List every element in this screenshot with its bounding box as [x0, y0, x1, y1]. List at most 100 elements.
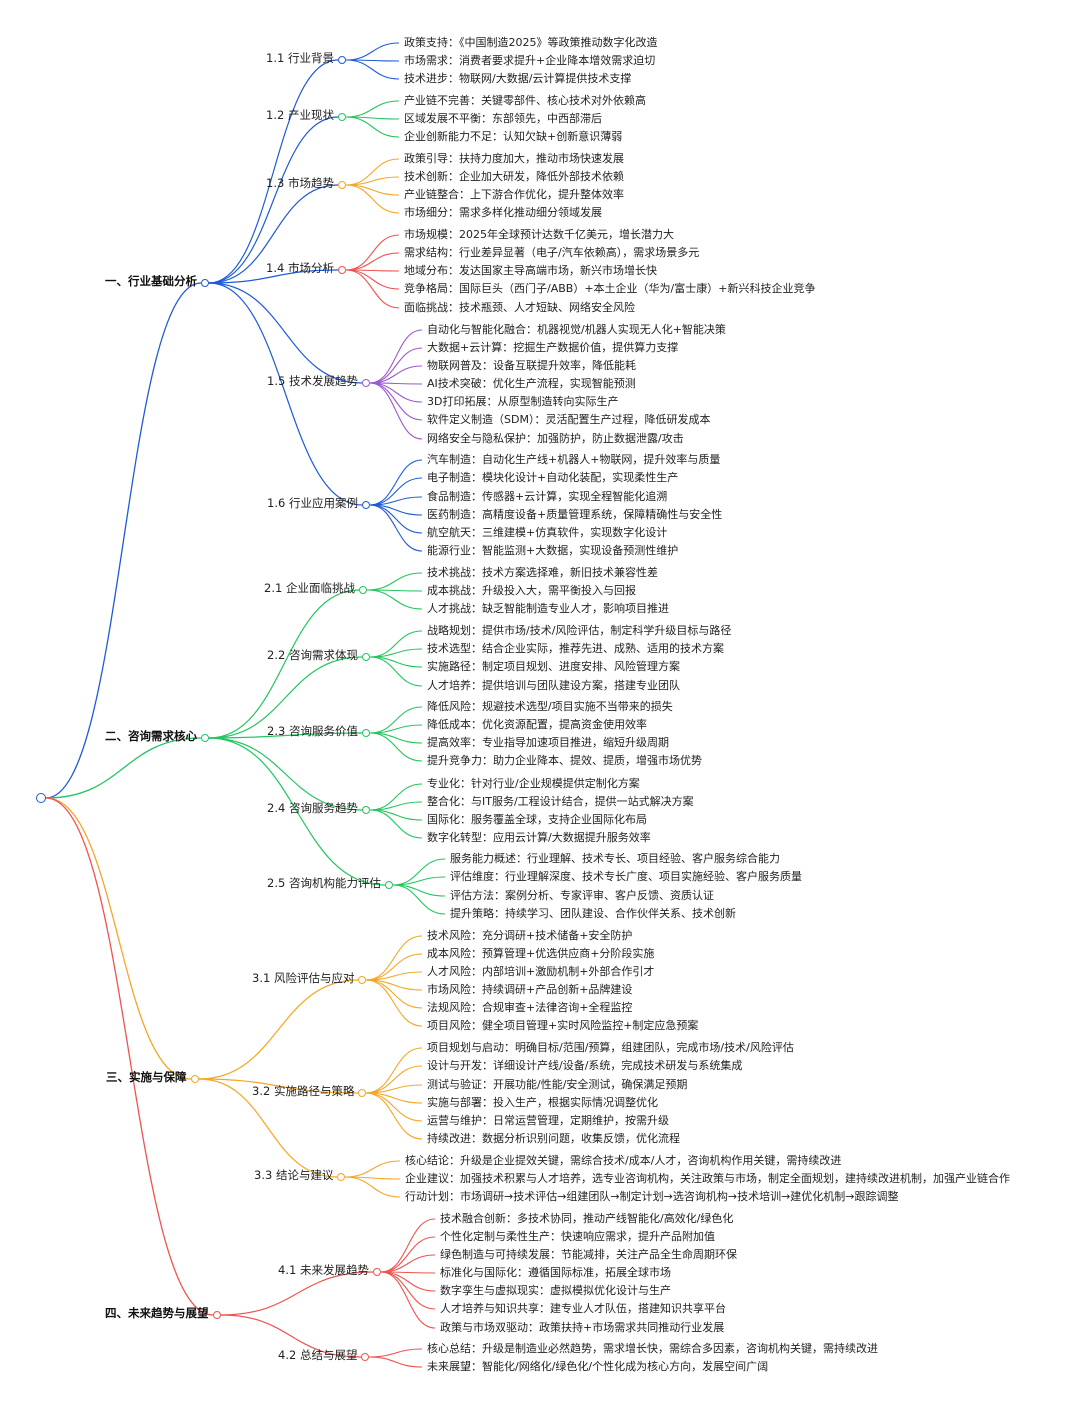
leaf-link-4-2-1: [368, 1348, 423, 1358]
branch-toggle-2[interactable]: [200, 733, 209, 742]
branch-toggle-4[interactable]: [212, 1310, 221, 1319]
leaf-link-1-4-2: [345, 252, 400, 271]
leaf-item: 市场规模：2025年全球预计达数千亿美元，增长潜力大: [404, 227, 674, 241]
leaf-link-2-5-4: [392, 884, 446, 915]
subbranch-toggle-2-4[interactable]: [361, 805, 370, 814]
leaf-item: 数字化转型：应用云计算/大数据提升服务效率: [427, 830, 651, 844]
leaf-link-3-1-6: [365, 979, 423, 1027]
subbranch-link-4-1: [220, 1271, 374, 1316]
leaf-item: 数字孪生与虚拟现实：虚拟模拟优化设计与生产: [440, 1283, 671, 1297]
leaf-item: 政策引导：扶持力度加大，推动市场快速发展: [404, 151, 624, 165]
leaf-item: 服务能力概述：行业理解、技术专长、项目经验、客户服务综合能力: [450, 851, 780, 865]
subbranch-link-1-6: [208, 282, 363, 506]
subbranch-toggle-2-3[interactable]: [361, 728, 370, 737]
subbranch-toggle-4-2[interactable]: [360, 1352, 369, 1361]
leaf-item: 市场细分：需求多样化推动细分领域发展: [404, 205, 602, 219]
subbranch-label-1-6: 1.6 行业应用案例: [267, 496, 358, 510]
leaf-link-3-1-1: [365, 935, 423, 981]
leaf-link-4-2-2: [368, 1356, 423, 1368]
subbranch-link-1-4: [208, 269, 339, 284]
root-node[interactable]: [35, 792, 46, 803]
leaf-link-1-5-5: [369, 382, 423, 403]
leaf-link-1-3-4: [345, 184, 400, 214]
subbranch-toggle-1-3[interactable]: [337, 180, 346, 189]
subbranch-label-4-1: 4.1 未来发展趋势: [278, 1263, 369, 1277]
leaf-item: 成本挑战：升级投入大，需平衡投入与回报: [427, 583, 636, 597]
leaf-item: 降低成本：优化资源配置，提高资金使用效率: [427, 717, 647, 731]
branch-label-1: 一、行业基础分析: [105, 274, 197, 288]
leaf-item: 大数据+云计算：挖掘生产数据价值，提供算力支撑: [427, 340, 679, 354]
leaf-item: 电子制造：模块化设计+自动化装配，实现柔性生产: [427, 470, 679, 484]
subbranch-toggle-1-5[interactable]: [361, 378, 370, 387]
leaf-link-2-5-3: [392, 884, 446, 897]
subbranch-link-1-2: [208, 116, 339, 284]
leaf-item: 绿色制造与可持续发展：节能减排，关注产品全生命周期环保: [440, 1247, 737, 1261]
branch-link-3: [45, 797, 192, 1080]
leaf-link-4-1-7: [380, 1271, 436, 1329]
leaf-link-3-2-6: [365, 1092, 423, 1140]
subbranch-toggle-3-3[interactable]: [336, 1172, 345, 1181]
subbranch-toggle-3-1[interactable]: [357, 975, 366, 984]
subbranch-label-1-4: 1.4 市场分析: [266, 261, 334, 275]
subbranch-label-2-1: 2.1 企业面临挑战: [264, 581, 355, 595]
leaf-item: 需求结构：行业差异显著（电子/汽车依赖高），需求场景多元: [404, 245, 700, 259]
leaf-item: 产业链整合：上下游合作优化，提升整体效率: [404, 187, 624, 201]
subbranch-toggle-4-1[interactable]: [372, 1267, 381, 1276]
leaf-item: 提高效率：专业指导加速项目推进，缩短升级周期: [427, 735, 669, 749]
subbranch-label-2-3: 2.3 咨询服务价值: [267, 724, 358, 738]
subbranch-label-2-2: 2.2 咨询需求体现: [267, 648, 358, 662]
leaf-item: 物联网普及：设备互联提升效率，降低能耗: [427, 358, 636, 372]
subbranch-toggle-2-2[interactable]: [361, 652, 370, 661]
leaf-link-1-5-7: [369, 382, 423, 440]
subbranch-label-2-5: 2.5 咨询机构能力评估: [267, 876, 381, 890]
subbranch-link-2-4: [208, 737, 363, 811]
leaf-item: 技术创新：企业加大研发，降低外部技术依赖: [404, 169, 624, 183]
leaf-link-2-2-4: [369, 656, 423, 687]
leaf-item: 竞争格局：国际巨头（西门子/ABB）+本土企业（华为/富士康）+新兴科技企业竞争: [404, 281, 816, 295]
leaf-item: 战略规划：提供市场/技术/风险评估，制定科学升级目标与路径: [427, 623, 732, 637]
subbranch-link-2-2: [208, 656, 363, 739]
subbranch-toggle-2-1[interactable]: [358, 585, 367, 594]
leaf-item: 技术融合创新：多技术协同，推动产线智能化/高效化/绿色化: [440, 1211, 734, 1225]
leaf-item: 提升竞争力：助力企业降本、提效、提质，增强市场优势: [427, 753, 702, 767]
leaf-link-2-4-4: [369, 809, 423, 839]
leaf-link-4-1-2: [380, 1236, 436, 1273]
branch-toggle-1[interactable]: [200, 278, 209, 287]
leaf-link-2-1-3: [366, 589, 423, 610]
leaf-item: 持续改进：数据分析识别问题，收集反馈，优化流程: [427, 1131, 680, 1145]
leaf-item: 政策与市场双驱动：政策扶持+市场需求共同推动行业发展: [440, 1320, 725, 1334]
leaf-item: 人才培养：提供培训与团队建设方案，搭建专业团队: [427, 678, 680, 692]
subbranch-label-1-1: 1.1 行业背景: [266, 51, 334, 65]
subbranch-toggle-1-1[interactable]: [337, 55, 346, 64]
subbranch-toggle-3-2[interactable]: [357, 1088, 366, 1097]
subbranch-link-1-3: [208, 184, 339, 284]
leaf-item: 降低风险：规避技术选型/项目实施不当带来的损失: [427, 699, 673, 713]
subbranch-toggle-1-2[interactable]: [337, 112, 346, 121]
leaf-item: 3D打印拓展：从原型制造转向实际生产: [427, 394, 619, 408]
leaf-item: 实施路径：制定项目规划、进度安排、风险管理方案: [427, 659, 680, 673]
leaf-item: 项目风险：健全项目管理+实时风险监控+制定应急预案: [427, 1018, 699, 1032]
leaf-item: 企业建议：加强技术积累与人才培养，选专业咨询机构，关注政策与市场，制定全面规划，…: [405, 1171, 1010, 1185]
subbranch-label-1-5: 1.5 技术发展趋势: [267, 374, 358, 388]
leaf-item: 运营与维护：日常运营管理，定期维护，按需升级: [427, 1113, 669, 1127]
subbranch-toggle-1-6[interactable]: [361, 500, 370, 509]
leaf-item: 未来展望：智能化/网络化/绿色化/个性化成为核心方向，发展空间广阔: [427, 1359, 769, 1373]
subbranch-toggle-2-5[interactable]: [384, 880, 393, 889]
leaf-item: 能源行业：智能监测+大数据，实现设备预测性维护: [427, 543, 679, 557]
leaf-item: 市场风险：持续调研+产品创新+品牌建设: [427, 982, 633, 996]
subbranch-toggle-1-4[interactable]: [337, 265, 346, 274]
leaf-item: 国际化：服务覆盖全球，支持企业国际化布局: [427, 812, 647, 826]
leaf-link-3-3-3: [344, 1176, 401, 1198]
branch-toggle-3[interactable]: [190, 1074, 199, 1083]
leaf-item: 整合化：与IT服务/工程设计结合，提供一站式解决方案: [427, 794, 694, 808]
leaf-link-1-2-1: [345, 100, 400, 118]
leaf-link-4-1-1: [380, 1218, 436, 1273]
branch-label-4: 四、未来趋势与展望: [105, 1306, 209, 1320]
leaf-link-1-2-3: [345, 116, 400, 138]
leaf-item: 实施与部署：投入生产，根据实际情况调整优化: [427, 1095, 658, 1109]
leaf-item: 航空航天：三维建模+仿真软件，实现数字化设计: [427, 525, 668, 539]
leaf-link-1-5-1: [369, 329, 423, 384]
leaf-link-1-5-2: [369, 347, 423, 384]
